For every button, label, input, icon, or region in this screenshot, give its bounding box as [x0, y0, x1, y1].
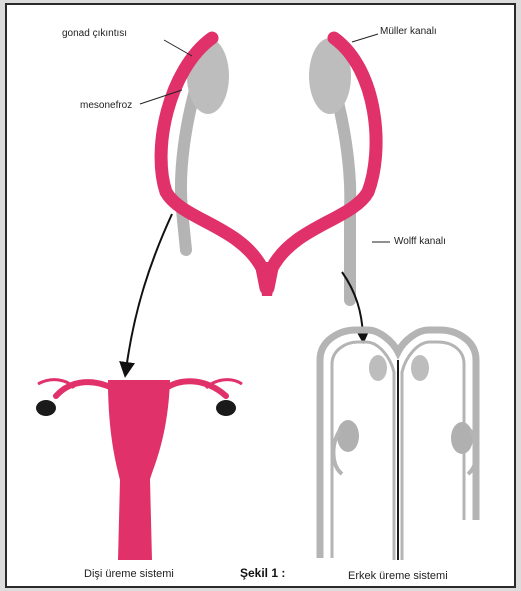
caption-female-system: Dişi üreme sistemi — [84, 568, 174, 580]
testis-right — [451, 422, 473, 454]
seminal-vesicle-right — [411, 355, 429, 381]
label-mesonephros: mesonefroz — [80, 100, 132, 111]
ovary-right — [216, 400, 236, 416]
ovary-left — [36, 400, 56, 416]
label-gonad-ridge: gonad çıkıntısı — [62, 28, 127, 39]
label-muller-duct: Müller kanalı — [380, 26, 437, 37]
testis-left — [337, 420, 359, 452]
caption-male-system: Erkek üreme sistemi — [348, 570, 448, 582]
figure-panel — [6, 4, 515, 587]
seminal-vesicle-left — [369, 355, 387, 381]
label-wolff-duct: Wolff kanalı — [394, 236, 446, 247]
figure-number: Şekil 1 : — [240, 566, 285, 580]
